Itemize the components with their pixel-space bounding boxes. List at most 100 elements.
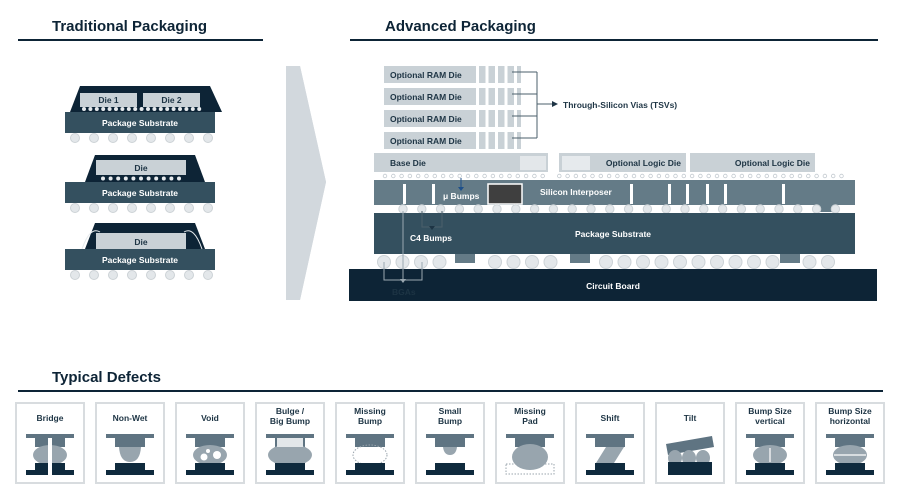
arrow-icon: [458, 187, 464, 191]
top-pad: [355, 438, 385, 447]
bump: [268, 444, 312, 466]
bga-ball: [710, 255, 724, 269]
through-via: [782, 184, 785, 204]
bga-ball: [654, 255, 669, 269]
void: [206, 449, 210, 453]
micro-bump: [108, 176, 113, 181]
top-plate: [186, 434, 234, 438]
die-label: Die 2: [161, 95, 182, 105]
bga-ball: [765, 255, 780, 269]
bump: [596, 447, 624, 463]
bond-wire: [183, 230, 203, 250]
bond-wire: [81, 230, 101, 250]
micro-bump: [474, 173, 479, 179]
micro-bump: [169, 176, 174, 181]
void: [200, 453, 208, 461]
solder-ball: [108, 270, 118, 280]
micro-bump: [424, 173, 429, 179]
through-via: [432, 184, 435, 204]
micro-bump: [714, 173, 720, 179]
micro-bump: [731, 173, 736, 179]
solder-ball: [203, 203, 213, 213]
top-plate: [346, 434, 394, 438]
micro-bump: [615, 173, 620, 179]
die-label: Die 1: [98, 95, 119, 105]
bottom-pad: [835, 463, 865, 470]
bump: [512, 444, 548, 470]
bottom-plate: [266, 470, 314, 475]
micro-bump: [681, 173, 686, 179]
ram-die-label: Optional RAM Die: [390, 70, 462, 80]
defect-card-void: Void: [175, 402, 245, 484]
tsv: [504, 64, 508, 169]
bga-ball: [525, 255, 539, 269]
c4-bump: [586, 204, 596, 214]
micro-bump: [107, 107, 112, 111]
package-substrate: [374, 213, 855, 254]
bottom-plate: [186, 470, 234, 475]
top-pad: [515, 438, 545, 447]
defect-label: Tilt: [684, 413, 697, 423]
top-pad: [435, 438, 465, 447]
solder-ball: [108, 133, 118, 143]
top-pad: [195, 438, 225, 447]
logic-die: [690, 153, 815, 172]
defect-card-bulge: Bulge /Big Bump: [255, 402, 325, 484]
die: [96, 233, 186, 249]
bottom-plate: [746, 470, 794, 475]
solder-ball: [146, 133, 156, 143]
bga-ball: [617, 255, 632, 269]
c4-bump: [473, 204, 483, 214]
bottom-plate: [586, 470, 634, 475]
advanced-underline: [350, 39, 878, 41]
c4-bump: [774, 204, 784, 214]
defect-label: vertical: [755, 416, 785, 426]
c4-bump: [793, 204, 803, 214]
defect-label: Bump: [438, 416, 462, 426]
micro-bump: [152, 107, 157, 111]
top-plate: [826, 434, 874, 438]
arrow-icon: [552, 101, 558, 107]
solder-ball: [108, 203, 118, 213]
bump: [443, 447, 457, 455]
bga-ball: [506, 255, 521, 269]
c4-bump: [699, 204, 709, 214]
package-substrate: [65, 249, 215, 270]
base-die-label: Base Die: [390, 158, 426, 168]
micro-bump: [197, 107, 202, 111]
logic-die-label: Optional Logic Die: [606, 158, 681, 168]
solder-ball: [165, 270, 175, 280]
c4-bump: [454, 204, 465, 214]
bga-ball: [691, 255, 706, 269]
micro-bump: [146, 107, 150, 111]
bottom-plate: [106, 470, 154, 475]
through-via: [668, 184, 671, 204]
defect-label: Bump: [358, 416, 382, 426]
micro-bumps-label: μ Bumps: [443, 191, 480, 201]
defect-label: horizontal: [830, 416, 871, 426]
package-substrate: [65, 182, 215, 203]
defect-label: Non-Wet: [113, 413, 148, 423]
micro-bump: [432, 173, 437, 179]
embedded-chip: [487, 183, 523, 205]
top-plate: [26, 434, 74, 438]
bga-ball: [636, 255, 650, 269]
micro-bump: [507, 173, 512, 179]
bgas-label: BGAs: [392, 287, 416, 297]
circuit-board: [349, 269, 877, 301]
c4-bump: [830, 204, 841, 214]
through-via: [706, 184, 709, 204]
ram-die-label: Optional RAM Die: [390, 92, 462, 102]
gap: [48, 438, 52, 475]
interposer-label: Silicon Interposer: [540, 187, 612, 197]
micro-bump: [440, 173, 446, 179]
micro-bump: [465, 173, 471, 179]
micro-bump: [573, 173, 579, 179]
c4-bump: [661, 204, 671, 214]
die: [143, 93, 200, 107]
micro-bump: [82, 107, 86, 111]
